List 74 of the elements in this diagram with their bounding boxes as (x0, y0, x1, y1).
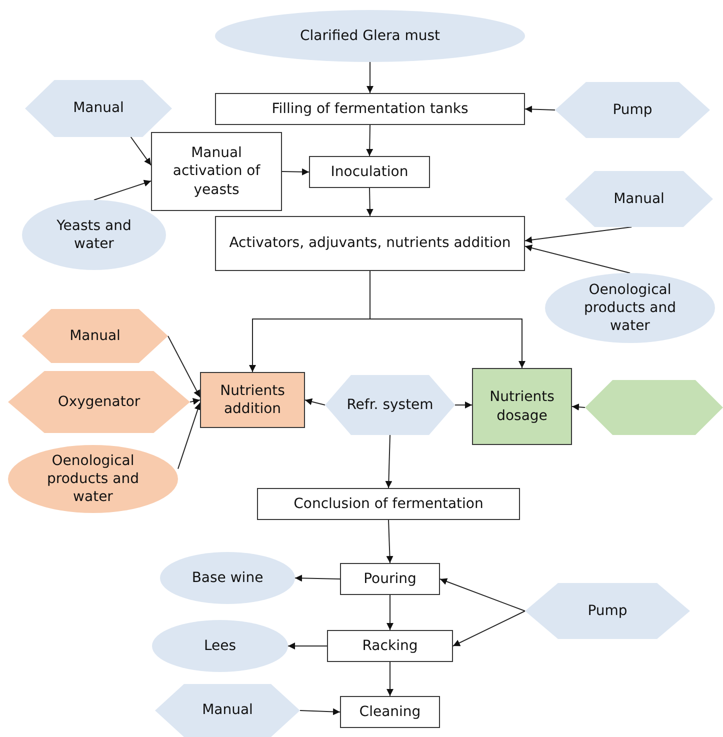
node-label: Filling of fermentation tanks (272, 100, 468, 118)
arrow (386, 662, 394, 696)
process-box (309, 156, 430, 188)
arrow (94, 180, 152, 200)
node-label: Nutrients dosage (488, 388, 556, 425)
arrow (370, 270, 526, 368)
arrow (300, 708, 340, 716)
node-label: Pump (588, 602, 628, 620)
arrow (572, 404, 586, 411)
node-label: Manual activation of yeasts (172, 144, 262, 199)
node-label: Activators, adjuvants, nutrients addition (229, 234, 511, 253)
arrow (366, 62, 374, 94)
arrow (288, 642, 328, 650)
node-label: Inoculation (330, 162, 408, 182)
node-label: Lees (204, 636, 236, 656)
arrow (366, 188, 374, 216)
arrow (524, 244, 630, 274)
arrow (130, 136, 152, 166)
input-hexagon (155, 684, 300, 737)
node-label: Yeasts and water (56, 216, 132, 254)
process-box (200, 372, 305, 428)
node-label: Manual (202, 701, 253, 720)
arrow (282, 168, 310, 176)
node-label: Pouring (364, 570, 416, 588)
node-label: Pump (612, 100, 652, 120)
arrow (524, 106, 556, 113)
arrow (386, 520, 394, 564)
input-hexagon (22, 309, 168, 363)
node-label: Manual (70, 326, 120, 346)
process-box (472, 368, 572, 445)
node-label: Cleaning (359, 702, 421, 722)
input-hexagon (8, 371, 190, 433)
input-hexagon (555, 82, 710, 138)
node-label: Refr. system (346, 396, 434, 414)
process-box (215, 216, 525, 271)
arrow (366, 124, 374, 156)
input-ellipse (152, 620, 288, 672)
process-box (340, 563, 440, 595)
input-ellipse (215, 10, 525, 62)
process-box (257, 488, 520, 520)
input-hexagon (585, 380, 723, 435)
process-box (215, 93, 525, 125)
arrow (440, 578, 526, 612)
input-hexagon (25, 80, 172, 137)
input-hexagon (525, 583, 690, 639)
arrow (385, 434, 392, 488)
arrow (294, 574, 340, 582)
arrow (454, 401, 472, 408)
input-ellipse (160, 552, 295, 604)
node-label: Oxygenator (58, 392, 140, 412)
node-label: Base wine (192, 568, 264, 588)
node-label: Oenological products and water (46, 452, 140, 506)
arrow (524, 226, 632, 244)
process-box (151, 132, 282, 211)
input-ellipse (8, 445, 178, 513)
node-label: Manual (614, 190, 664, 208)
process-box (327, 630, 453, 662)
node-label: Clarified Glera must (300, 26, 440, 46)
arrow (190, 398, 200, 405)
node-label: Manual (73, 99, 124, 118)
arrow (304, 398, 326, 406)
input-hexagon (325, 375, 455, 435)
node-label: Oenological products and water (583, 280, 677, 336)
node-label: Nutrients addition (219, 382, 286, 418)
arrow (178, 402, 202, 470)
process-box (340, 696, 440, 728)
arrow (386, 594, 394, 630)
input-ellipse (22, 200, 166, 270)
node-label: Racking (362, 636, 418, 656)
arrow (452, 610, 526, 646)
input-hexagon (565, 171, 713, 227)
arrow (168, 336, 200, 398)
node-label: Conclusion of fermentation (294, 494, 484, 514)
input-ellipse (545, 273, 715, 343)
